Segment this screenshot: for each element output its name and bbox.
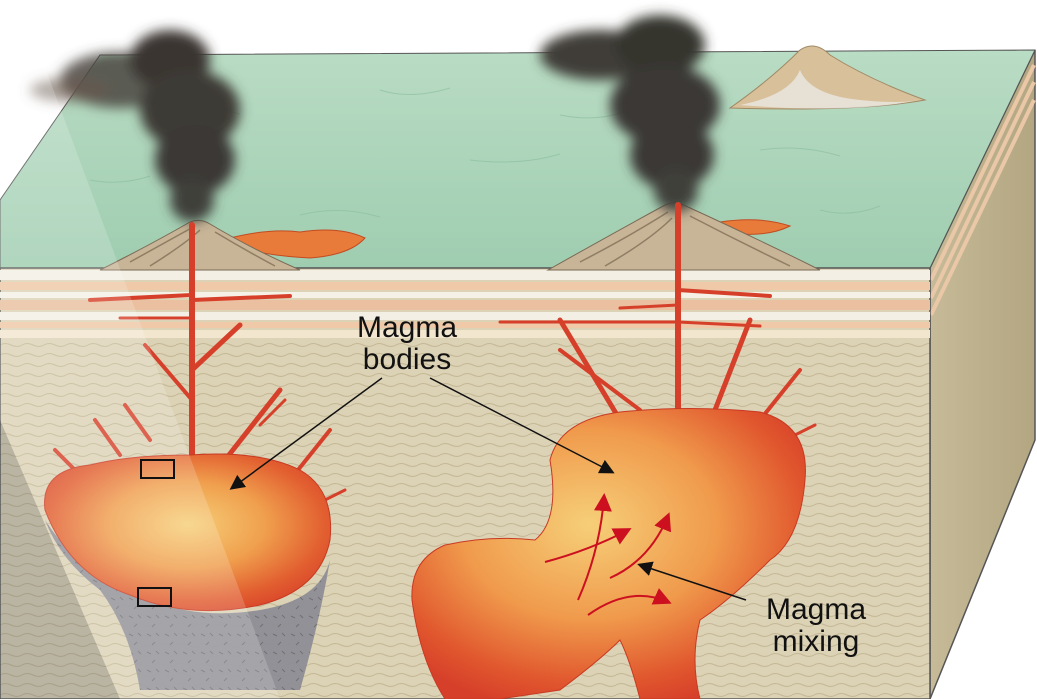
label-magma-mixing-line2: mixing — [736, 626, 896, 658]
label-magma-bodies: Magma bodies — [322, 312, 492, 376]
label-magma-bodies-line1: Magma — [322, 312, 492, 344]
label-magma-mixing: Magma mixing — [736, 594, 896, 658]
label-magma-bodies-line2: bodies — [322, 344, 492, 376]
label-magma-mixing-line1: Magma — [736, 594, 896, 626]
